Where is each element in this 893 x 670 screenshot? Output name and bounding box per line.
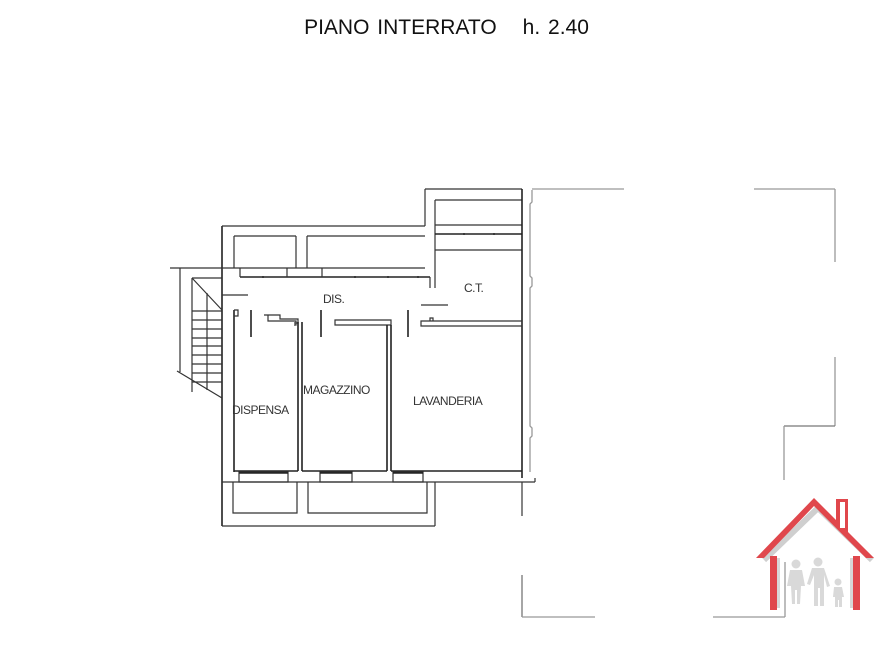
exterior-outline	[521, 188, 836, 618]
floor-name: PIANO INTERRATO	[304, 16, 497, 39]
room-label-dispensa: DISPENSA	[232, 403, 289, 417]
room-label-magazzino: MAGAZZINO	[303, 383, 370, 397]
room-label-ct: C.T.	[464, 281, 484, 295]
room-label-dis: DIS.	[323, 292, 345, 306]
staircase	[176, 268, 248, 399]
family-figures-icon	[787, 557, 844, 607]
internal-walls	[222, 304, 536, 527]
ceiling-height: h. 2.40	[522, 16, 589, 39]
floor-plan-title: PIANO INTERRATO h. 2.40	[0, 16, 893, 40]
house-family-icon	[756, 498, 875, 610]
outer-walls	[170, 188, 523, 526]
room-label-lavanderia: LAVANDERIA	[413, 394, 483, 408]
